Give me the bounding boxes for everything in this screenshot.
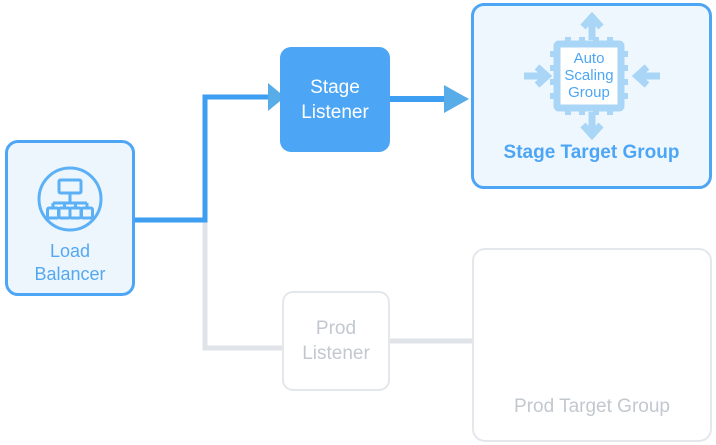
load-balancer-label: Load Balancer xyxy=(34,240,105,286)
asg-inner-label-line2: Scaling xyxy=(564,67,613,84)
asg-inner-label-line1: Auto xyxy=(573,50,604,67)
stage-listener-label-line2: Listener xyxy=(301,101,369,123)
connector-load-balancer-to-prod-listener xyxy=(202,220,282,351)
stage-listener-label: Stage Listener xyxy=(301,75,369,125)
node-load-balancer[interactable]: Load Balancer xyxy=(5,140,135,296)
node-stage-target-group[interactable]: Auto Scaling Group Stage Target Group xyxy=(471,3,712,189)
node-prod-target-group[interactable]: Prod Target Group xyxy=(472,248,712,442)
prod-listener-label-line2: Listener xyxy=(302,343,370,364)
load-balancer-hierarchy-icon xyxy=(37,166,103,232)
prod-listener-label-line1: Prod xyxy=(315,318,357,339)
auto-scaling-group-chip-icon: Auto Scaling Group xyxy=(523,12,660,140)
arrowhead-into-stage-listener xyxy=(268,83,285,111)
stage-listener-label-line1: Stage xyxy=(310,76,360,98)
load-balancer-label-line1: Load xyxy=(49,241,91,261)
node-prod-listener[interactable]: Prod Listener xyxy=(282,291,390,391)
arrowhead-into-stage-target-group xyxy=(444,85,469,113)
prod-target-group-label: Prod Target Group xyxy=(514,396,670,417)
prod-listener-label: Prod Listener xyxy=(302,316,370,366)
load-balancer-label-line2: Balancer xyxy=(34,264,106,284)
node-stage-listener[interactable]: Stage Listener xyxy=(280,47,390,152)
connector-load-balancer-to-stage-listener xyxy=(135,94,268,223)
asg-inner-label-line3: Group xyxy=(568,84,610,101)
stage-target-group-label: Stage Target Group xyxy=(503,142,680,163)
